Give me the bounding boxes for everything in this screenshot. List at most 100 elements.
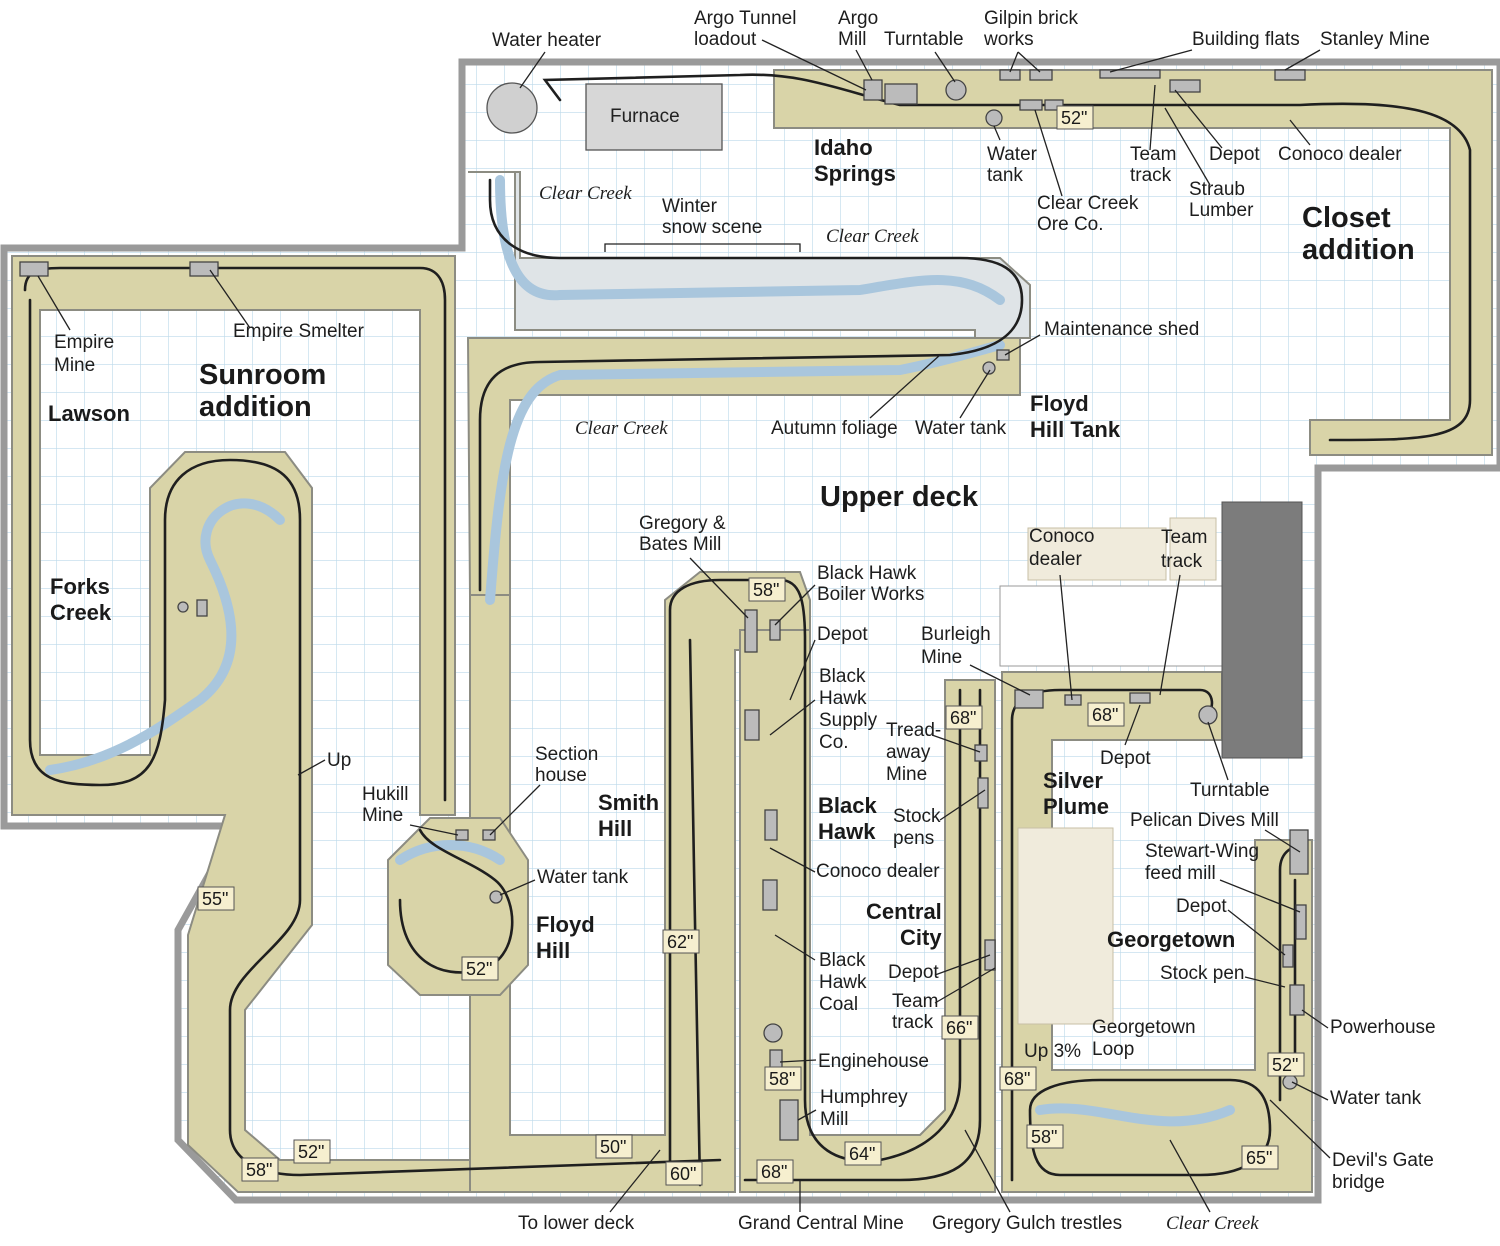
label-depot-top: Depot [1209, 144, 1260, 165]
town-silver-plume-1: Silver [1043, 768, 1103, 793]
label-argo-mill-2: Mill [838, 29, 867, 50]
label-argo-mill-1: Argo [838, 8, 878, 29]
svg-text:55": 55" [202, 889, 228, 909]
height-marker: 58" [748, 577, 786, 602]
label-team-track-cc-2: track [892, 1012, 934, 1033]
town-floyd-hill-2: Hill [536, 938, 570, 963]
label-grand-central: Grand Central Mine [738, 1213, 904, 1234]
label-gilpin-2: works [983, 29, 1034, 50]
town-central-city-2: City [900, 925, 942, 950]
label-gilpin-1: Gilpin brick [984, 8, 1078, 29]
label-conoco-sp-2: dealer [1029, 549, 1082, 570]
town-idaho-springs-2: Springs [814, 161, 896, 186]
label-bh-supply-2: Hawk [819, 688, 867, 709]
label-bh-supply-1: Black [819, 666, 866, 687]
label-treadaway-3: Mine [886, 764, 927, 785]
label-bh-supply-3: Supply [819, 710, 878, 731]
label-argo-tunnel-1: Argo Tunnel [694, 8, 796, 29]
svg-text:52": 52" [466, 959, 492, 979]
svg-text:62": 62" [667, 932, 693, 952]
label-section-house-1: Section [535, 744, 598, 765]
label-stock-pen-gt: Stock pen [1160, 963, 1245, 984]
height-marker: 50" [595, 1134, 633, 1159]
height-marker: 68" [999, 1066, 1037, 1091]
structures [19, 69, 1309, 1141]
height-markers: 52" 58" 55" 62" 52" 68" 68" 66" 58" 68" … [197, 105, 1305, 1186]
svg-text:58": 58" [769, 1069, 795, 1089]
label-stewart-2: feed mill [1145, 863, 1216, 884]
label-enginehouse: Enginehouse [818, 1051, 929, 1072]
label-team-track-sp-2: track [1161, 551, 1203, 572]
height-marker: 68" [756, 1159, 794, 1184]
label-conoco-top: Conoco dealer [1278, 144, 1402, 165]
label-team-track-sp-1: Team [1161, 527, 1207, 548]
svg-text:68": 68" [950, 708, 976, 728]
label-bh-boiler-2: Boiler Works [817, 584, 924, 605]
region-sunroom-1: Sunroom [199, 359, 326, 391]
label-devils-gate-1: Devil's Gate [1332, 1150, 1434, 1171]
height-marker: 58" [764, 1066, 802, 1091]
label-section-house-2: house [535, 765, 587, 786]
svg-text:60": 60" [670, 1164, 696, 1184]
height-marker: 62" [662, 929, 700, 954]
svg-text:52": 52" [1061, 108, 1087, 128]
label-devils-gate-2: bridge [1332, 1172, 1385, 1193]
label-bh-coal-3: Coal [819, 994, 858, 1015]
height-marker: 52" [1267, 1052, 1305, 1077]
label-water-tank-floyd: Water tank [537, 867, 629, 888]
label-furnace: Furnace [610, 106, 680, 127]
label-autumn: Autumn foliage [771, 418, 898, 439]
height-marker: 66" [941, 1015, 979, 1040]
silver-plume-structures [999, 501, 1303, 1025]
label-treadaway-2: away [886, 742, 931, 763]
label-gt-loop-1: Georgetown [1092, 1017, 1196, 1038]
region-closet-1: Closet [1302, 202, 1391, 234]
leader-lines [37, 39, 1331, 1213]
label-humphrey-1: Humphrey [820, 1087, 908, 1108]
label-clear-creek-ore-2: Ore Co. [1037, 214, 1104, 235]
label-water-tank-top-2: tank [987, 165, 1023, 186]
height-marker: 58" [241, 1157, 279, 1182]
label-straub-2: Lumber [1189, 200, 1254, 221]
label-gt-loop-2: Loop [1092, 1039, 1134, 1060]
label-stock-pens-2: pens [893, 828, 934, 849]
town-smith-hill-2: Hill [598, 816, 632, 841]
label-pelican: Pelican Dives Mill [1130, 810, 1279, 831]
label-clear-creek-1: Clear Creek [539, 183, 632, 204]
label-burleigh-1: Burleigh [921, 624, 991, 645]
town-forks-creek-2: Creek [50, 600, 112, 625]
town-floyd-hill-tank-1: Floyd [1030, 391, 1089, 416]
height-marker: 60" [665, 1161, 703, 1186]
label-water-heater: Water heater [492, 30, 602, 51]
label-depot-gt: Depot [1176, 896, 1227, 917]
label-conoco-sp-1: Conoco [1029, 526, 1095, 547]
town-silver-plume-2: Plume [1043, 794, 1109, 819]
town-black-hawk-1: Black [818, 793, 877, 818]
label-depot-cc: Depot [888, 962, 939, 983]
svg-text:50": 50" [600, 1137, 626, 1157]
label-clear-creek-ore-1: Clear Creek [1037, 193, 1139, 214]
height-marker: 52" [1056, 105, 1094, 130]
label-humphrey-2: Mill [820, 1109, 849, 1130]
height-marker: 58" [1026, 1124, 1064, 1149]
label-argo-tunnel-2: loadout [694, 29, 757, 50]
svg-text:58": 58" [246, 1160, 272, 1180]
label-straub-1: Straub [1189, 179, 1245, 200]
town-floyd-hill-1: Floyd [536, 912, 595, 937]
label-team-track-top-1: Team [1130, 144, 1176, 165]
height-marker: 52" [461, 956, 499, 981]
svg-text:65": 65" [1246, 1148, 1272, 1168]
label-winter-2: snow scene [662, 217, 762, 238]
labels: Water heater Argo Tunnel loadout Argo Mi… [54, 8, 1436, 1234]
label-water-tank-fh: Water tank [915, 418, 1007, 439]
label-winter-1: Winter [662, 196, 718, 217]
label-bh-coal-2: Hawk [819, 972, 867, 993]
label-burleigh-2: Mine [921, 647, 962, 668]
town-floyd-hill-tank-2: Hill Tank [1030, 417, 1121, 442]
label-team-track-top-2: track [1130, 165, 1172, 186]
region-sunroom-2: addition [199, 391, 312, 423]
svg-text:68": 68" [761, 1162, 787, 1182]
height-marker: 55" [197, 886, 235, 911]
